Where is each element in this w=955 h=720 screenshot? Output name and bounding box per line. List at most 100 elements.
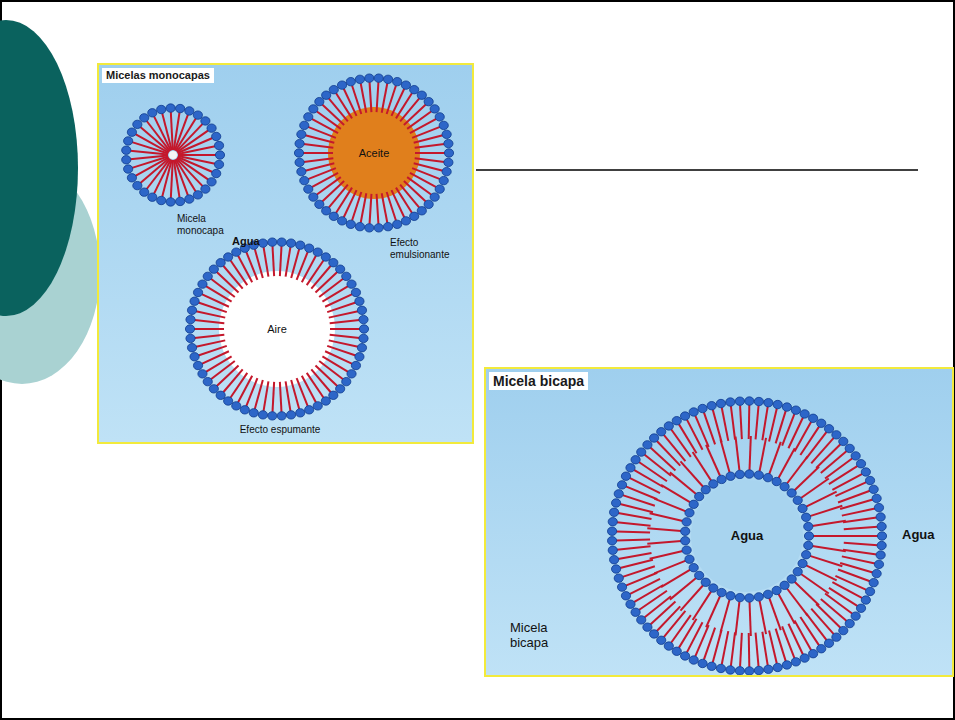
polar-head	[166, 198, 175, 206]
lipid-tail	[620, 504, 653, 512]
lipid-tail	[634, 585, 663, 602]
lipid-tail	[217, 272, 239, 293]
monolayer-micelle: AceiteEfecto emulsionante	[294, 73, 454, 233]
lipid-tail	[280, 382, 282, 412]
polar-head	[745, 594, 754, 602]
polar-head	[393, 220, 402, 228]
polar-head	[672, 647, 681, 655]
lipid-tail	[816, 444, 840, 468]
polar-head	[203, 377, 212, 385]
lipid-tail	[400, 185, 419, 208]
lipid-tail	[821, 451, 847, 473]
lipid-tail	[404, 181, 426, 202]
polar-head	[442, 167, 451, 175]
polar-head	[309, 193, 318, 201]
polar-head	[861, 468, 870, 476]
lipid-tail	[812, 546, 846, 551]
medium-label: Agua	[902, 528, 935, 543]
monolayer-micelle: AireEfecto espumante	[185, 237, 369, 421]
polar-head	[148, 109, 157, 117]
lipid-tail	[174, 160, 180, 198]
lipid-tail	[795, 422, 812, 452]
lipid-tail	[307, 260, 324, 285]
lipid-tail	[842, 556, 875, 563]
polar-head	[336, 385, 345, 393]
polar-head	[612, 565, 621, 573]
lipid-tail	[843, 518, 877, 523]
polar-head	[609, 556, 618, 564]
polar-head	[148, 193, 157, 201]
polar-head	[435, 113, 444, 121]
lipid-tail	[178, 146, 215, 154]
lipid-tail	[315, 272, 337, 293]
lipid-tail	[644, 596, 671, 617]
lipid-tail	[713, 410, 722, 443]
lipid-tail	[687, 420, 703, 450]
lipid-tail	[377, 82, 379, 112]
polar-head	[717, 475, 726, 483]
lipid-tail	[329, 98, 348, 121]
polar-head	[268, 238, 277, 246]
polar-head	[444, 158, 453, 166]
polar-head	[329, 212, 338, 220]
lipid-tail	[650, 601, 675, 624]
polar-head	[650, 434, 659, 442]
lipid-tail	[410, 119, 436, 133]
polar-head	[209, 385, 218, 393]
lipid-tail	[750, 436, 751, 470]
polar-head	[685, 509, 694, 517]
polar-head	[124, 165, 133, 173]
polar-head	[249, 409, 258, 417]
polar-head	[357, 344, 366, 352]
lipid-tail	[319, 361, 343, 379]
lipid-tail	[634, 470, 663, 487]
polar-head	[698, 404, 707, 412]
lipid-tail	[810, 506, 842, 516]
polar-head	[315, 200, 324, 208]
lipid-tail	[315, 365, 337, 386]
polar-head	[681, 537, 690, 545]
polar-head	[869, 485, 878, 493]
polar-head	[874, 560, 883, 568]
polar-head	[832, 633, 841, 641]
polar-head	[351, 361, 360, 369]
lipid-tail	[391, 89, 404, 116]
lipid-tail	[812, 521, 846, 526]
polar-head	[337, 81, 346, 89]
polar-head	[365, 224, 374, 232]
core-label: Aire	[185, 323, 369, 336]
lipid-tail	[679, 619, 697, 648]
lipid-tail	[336, 188, 352, 213]
polar-head	[798, 559, 807, 567]
polar-head	[617, 583, 626, 591]
polar-head	[877, 522, 886, 530]
polar-head	[122, 146, 131, 154]
polar-head	[212, 169, 221, 177]
polar-head	[851, 612, 860, 620]
lipid-tail	[322, 181, 344, 202]
polar-head	[631, 456, 640, 464]
lipid-tail	[206, 286, 232, 301]
polar-head	[212, 132, 221, 140]
figure-panel: Micela bicapaAguaAguaMicela bicapa	[484, 367, 954, 677]
polar-head	[127, 128, 136, 136]
lipid-tail	[273, 382, 275, 412]
medium-label: Agua	[232, 235, 260, 248]
lipid-tail	[657, 441, 680, 466]
polar-head	[224, 397, 233, 405]
lipid-tail	[412, 168, 440, 179]
lipid-tail	[800, 427, 819, 455]
polar-head	[186, 315, 195, 323]
polar-head	[374, 224, 383, 232]
polar-head	[877, 541, 886, 549]
lipid-tail	[623, 566, 655, 577]
polar-head	[305, 406, 314, 414]
polar-head	[804, 532, 813, 540]
polar-head	[726, 666, 735, 674]
lipid-tail	[811, 609, 834, 634]
lipid-tail	[721, 600, 730, 633]
lipid-tail	[410, 173, 436, 187]
medium-label: Micela bicapa	[510, 621, 570, 651]
polar-head	[329, 258, 338, 266]
lipid-tail	[264, 247, 269, 277]
